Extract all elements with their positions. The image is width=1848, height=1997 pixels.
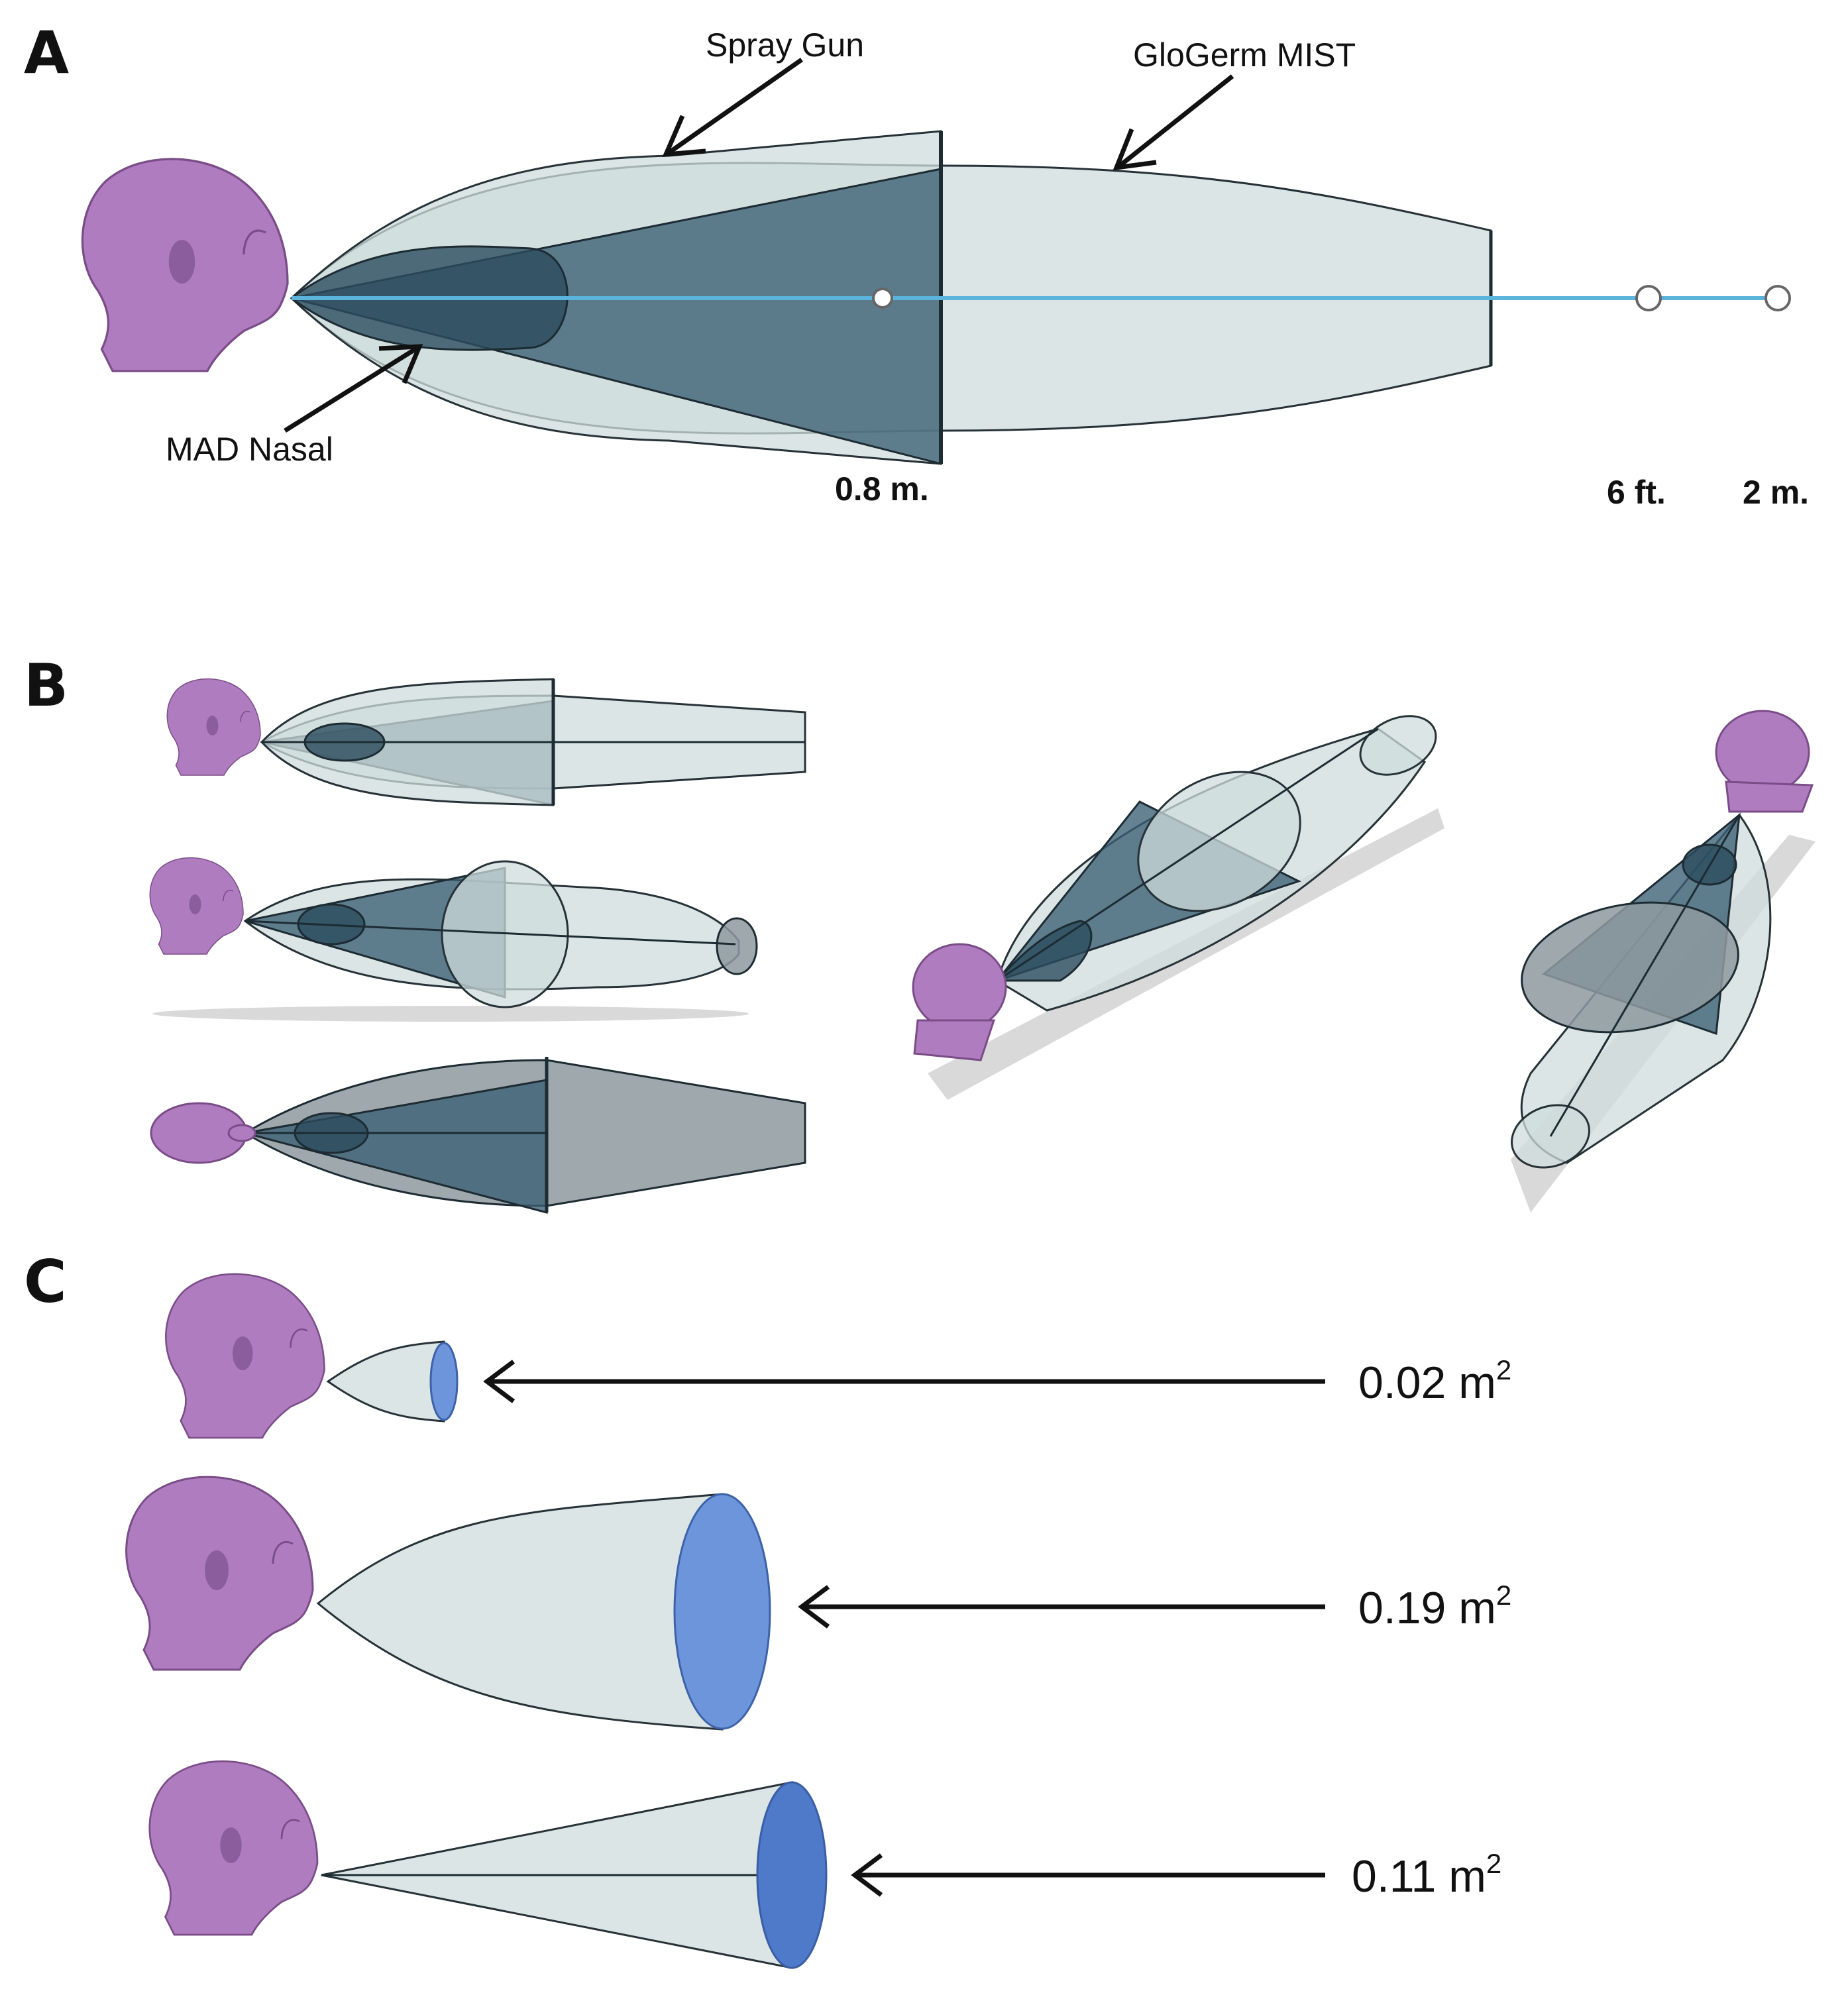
area-arrow-1 (483, 1360, 1325, 1403)
panel-b-letter: B (24, 651, 68, 720)
glogerm-callout-arrow (1113, 74, 1234, 171)
head-model-icon (148, 1760, 319, 1936)
distance-label-2m: 2 m. (1743, 474, 1809, 511)
plume-diagonal-view (912, 715, 1444, 1100)
mad-nasal-label: MAD Nasal (166, 431, 333, 468)
mad-nasal-callout-arrow (284, 344, 423, 433)
marker-6ft (1635, 285, 1662, 311)
distance-label-0-8m: 0.8 m. (835, 470, 929, 508)
area-arrow-2 (798, 1585, 1325, 1629)
spray-gun-callout-arrow (662, 58, 804, 157)
glogerm-mist-label: GloGerm MIST (1133, 36, 1356, 74)
area-cone-3 (148, 1760, 828, 1969)
area-label-0-02: 0.02 m2 (1358, 1354, 1511, 1408)
head-model-icon (912, 943, 1007, 1061)
marker-2m (1765, 285, 1791, 311)
head-top-icon (150, 1102, 256, 1164)
distance-label-6ft: 6 ft. (1607, 474, 1666, 511)
plume-vertical-view (1511, 710, 1816, 1213)
plume-top-view (150, 1057, 806, 1214)
spray-gun-label: Spray Gun (706, 27, 864, 64)
area-label-0-19: 0.19 m2 (1358, 1580, 1511, 1633)
area-cone-1 (165, 1273, 459, 1439)
panel-a-letter: A (24, 19, 69, 87)
cross-section-cap (673, 1493, 771, 1730)
area-arrow-3 (851, 1853, 1325, 1897)
panel-c-letter: C (24, 1248, 67, 1316)
marker-0-8m (872, 288, 893, 309)
area-cone-2 (125, 1476, 771, 1731)
head-model-icon (125, 1476, 314, 1671)
head-model-icon (166, 678, 261, 776)
cross-section-cap (429, 1342, 459, 1421)
head-model-icon (165, 1273, 325, 1439)
panel-b: B (24, 651, 1816, 1214)
head-model-icon (81, 158, 289, 372)
plume-side-view (166, 678, 806, 806)
head-model-icon (1715, 710, 1814, 813)
head-model-icon (149, 857, 244, 955)
plume-perspective-view (149, 857, 758, 1022)
area-label-0-11: 0.11 m2 (1352, 1848, 1501, 1902)
cross-section-cap (756, 1781, 828, 1969)
panel-c: C 0.02 m2 0.19 m2 (24, 1248, 1511, 1969)
panel-a: A Spray Gun GloGerm MI (24, 19, 1809, 511)
